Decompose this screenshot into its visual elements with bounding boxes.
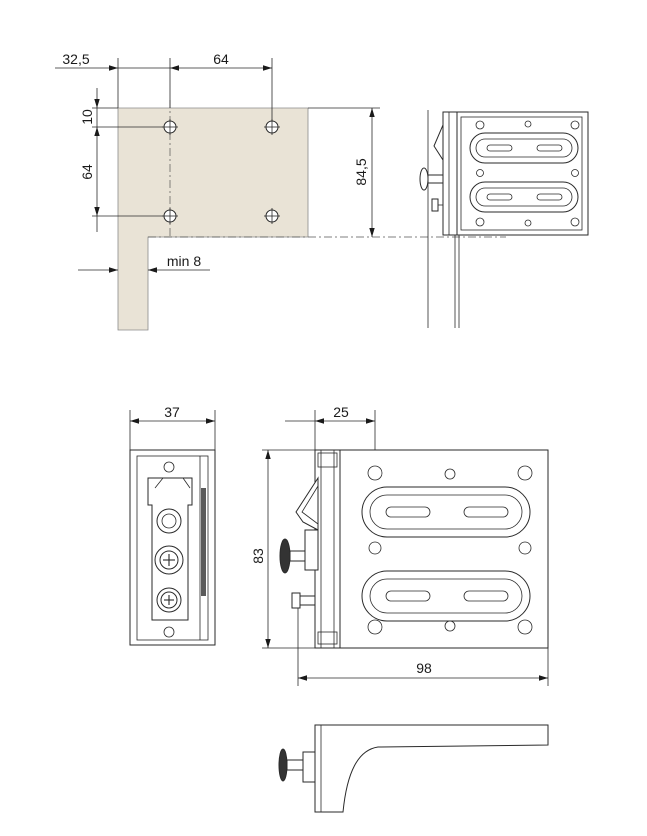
mounting-plate — [454, 111, 589, 236]
latch-wedge — [433, 124, 444, 162]
side-flange — [314, 449, 341, 649]
slot-upper — [469, 132, 579, 164]
slot-lower — [469, 181, 579, 213]
bracket-profile — [314, 724, 549, 813]
dim-text-hole-spacing-v: 64 — [79, 164, 95, 180]
side-view: 25 83 98 — [250, 404, 549, 686]
screw-lower — [156, 587, 182, 613]
adjustment-knob — [419, 167, 444, 191]
front-view: 37 — [129, 404, 216, 646]
extension-lines-top — [92, 58, 380, 217]
panel-drilling-view: 32,5 64 10 64 84,5 min 8 — [55, 51, 506, 331]
side-slot-upper — [361, 486, 531, 538]
dim-text-side-height: 83 — [250, 548, 266, 564]
latch-roller — [156, 508, 182, 534]
mount-hole-top — [163, 461, 175, 473]
door-panel-shape — [117, 107, 309, 331]
mount-hole-bottom — [163, 626, 175, 638]
drill-hole-bottom-right — [264, 208, 280, 224]
side-plate-holes — [367, 465, 533, 635]
profile-view — [278, 724, 549, 813]
dim-text-hole-spacing-h: 64 — [213, 51, 229, 67]
dim-text-min-thickness: min 8 — [167, 253, 201, 269]
plate-holes — [475, 120, 580, 227]
dim-text-hole-offset: 25 — [333, 404, 349, 420]
dim-text-offset: 32,5 — [62, 51, 89, 67]
side-strip — [201, 488, 206, 596]
dim-text-top-margin: 10 — [79, 109, 95, 125]
plate-flange — [442, 111, 458, 236]
dim-text-height: 84,5 — [353, 158, 369, 185]
drill-hole-bottom-left — [162, 208, 178, 224]
dim-text-length: 98 — [416, 660, 432, 676]
dim-text-width: 37 — [164, 404, 180, 420]
side-slot-lower — [361, 570, 531, 622]
drill-hole-top-left — [162, 119, 178, 135]
profile-knob — [278, 748, 304, 782]
side-adjustment-knob — [279, 538, 306, 574]
set-screw — [431, 198, 443, 212]
screw-upper — [154, 545, 184, 575]
mounted-side-view — [419, 110, 589, 328]
side-set-screw — [291, 592, 316, 609]
